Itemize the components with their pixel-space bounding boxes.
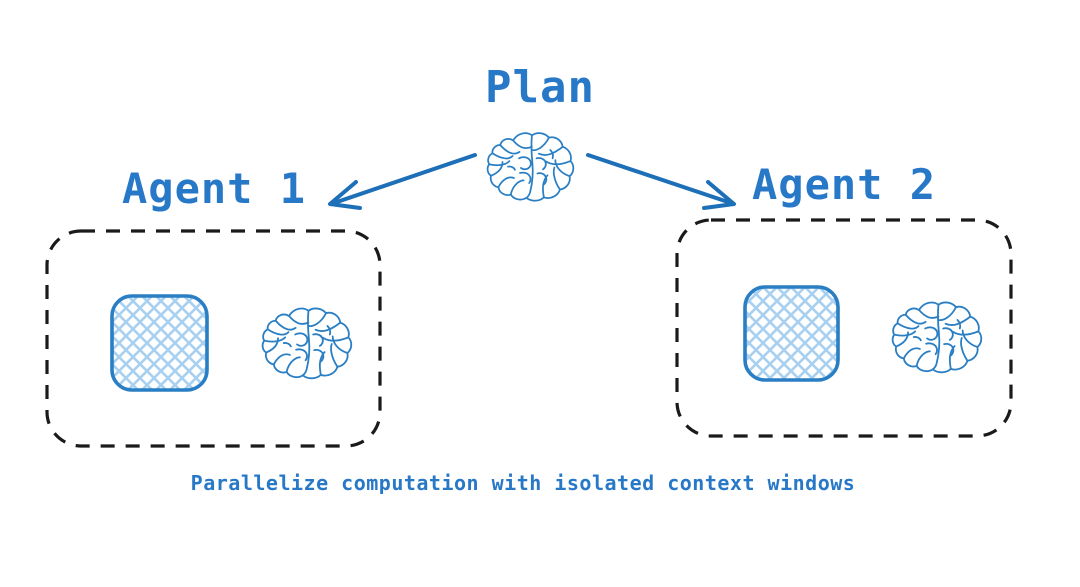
agent-2-context-window-icon <box>743 285 840 382</box>
agent-1-brain-icon <box>261 307 353 380</box>
agent-2-label: Agent 2 <box>752 160 936 209</box>
diagram-caption: Parallelize computation with isolated co… <box>191 471 856 495</box>
agent-1-context-window-icon <box>110 294 209 392</box>
agent-1-container <box>45 229 382 448</box>
agent-1-label: Agent 1 <box>122 164 306 213</box>
arrow-to-agent-1 <box>328 153 477 210</box>
page-title: Plan <box>485 62 595 113</box>
planner-brain-icon <box>486 132 575 202</box>
arrow-to-agent-2 <box>586 153 736 210</box>
agent-2-brain-icon <box>891 301 983 374</box>
agent-2-container <box>675 218 1013 438</box>
